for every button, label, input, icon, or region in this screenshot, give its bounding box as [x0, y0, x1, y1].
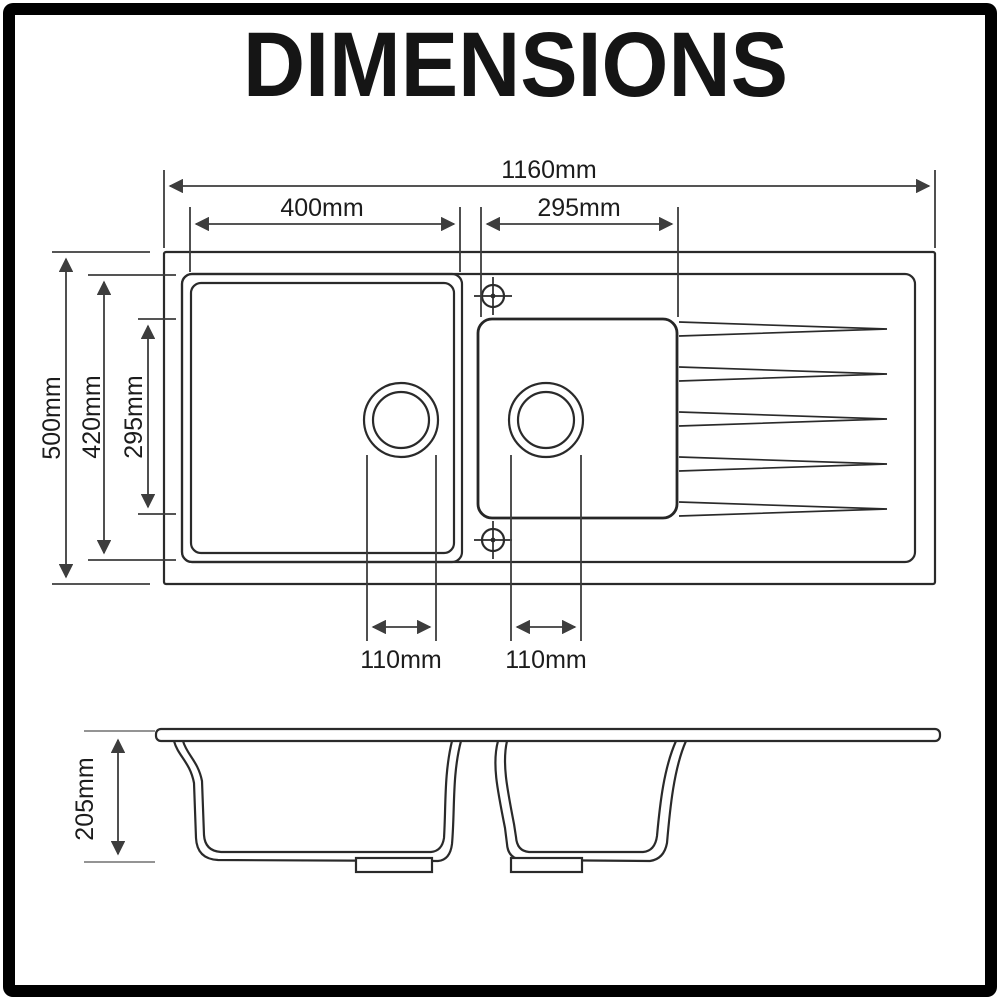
dim-overall-width: 1160mm [163, 156, 936, 248]
left-drain-inner [371, 390, 431, 450]
dim-label-overall-width: 1160mm [501, 156, 596, 184]
left-drain-boss [354, 856, 434, 874]
left-bowl-inner [189, 281, 456, 555]
tap-hole-top [474, 277, 512, 315]
drainer-grooves [678, 321, 888, 517]
crosshair-dot [490, 293, 496, 299]
sink-outline [162, 250, 937, 586]
groove-2 [678, 366, 888, 382]
dim-label-right-drain-width: 110mm [505, 646, 587, 674]
dim-label-overall-depth: 500mm [38, 376, 66, 459]
dim-label-left-bowl-width: 400mm [280, 194, 363, 222]
left-drain-outer [362, 381, 440, 459]
sink-side-view: 205mm [71, 727, 942, 874]
right-bowl-profile-outer [494, 740, 688, 863]
left-bowl-profile-inner [181, 740, 454, 854]
dim-bowl-depth: 205mm [71, 730, 155, 863]
left-bowl-outer [180, 272, 464, 564]
dim-right-drain-width: 110mm [505, 455, 587, 674]
dim-right-bowl-width: 295mm [480, 194, 679, 317]
tap-hole-bottom [474, 521, 512, 559]
left-bowl-profile-outer [172, 740, 463, 863]
diagram-title: DIMENSIONS [243, 14, 788, 116]
groove-1 [678, 321, 888, 337]
sink-rim-profile [154, 727, 942, 743]
dim-left-drain-width: 110mm [360, 455, 442, 674]
dim-label-bowl-depth: 205mm [71, 757, 99, 840]
dim-label-right-bowl-width: 295mm [537, 194, 620, 222]
sink-top-view: 1160mm 400mm 295mm 500mm [38, 156, 937, 674]
right-bowl-profile-inner [503, 740, 678, 854]
dim-left-bowl-width: 400mm [189, 194, 461, 272]
dim-label-right-bowl-length: 295mm [120, 375, 148, 458]
crosshair-dot [490, 537, 496, 543]
dim-overall-depth: 500mm [38, 251, 150, 585]
dim-label-left-bowl-length: 420mm [78, 375, 106, 458]
border-frame [3, 3, 997, 997]
groove-3 [678, 411, 888, 427]
groove-4 [678, 456, 888, 472]
groove-5 [678, 501, 888, 517]
dim-right-bowl-length: 295mm [120, 318, 176, 515]
right-drain-boss [509, 856, 584, 874]
right-bowl [476, 317, 679, 520]
right-drain-outer [507, 381, 585, 459]
dim-label-left-drain-width: 110mm [360, 646, 442, 674]
dim-left-bowl-length: 420mm [78, 274, 176, 561]
right-drain-inner [516, 390, 576, 450]
